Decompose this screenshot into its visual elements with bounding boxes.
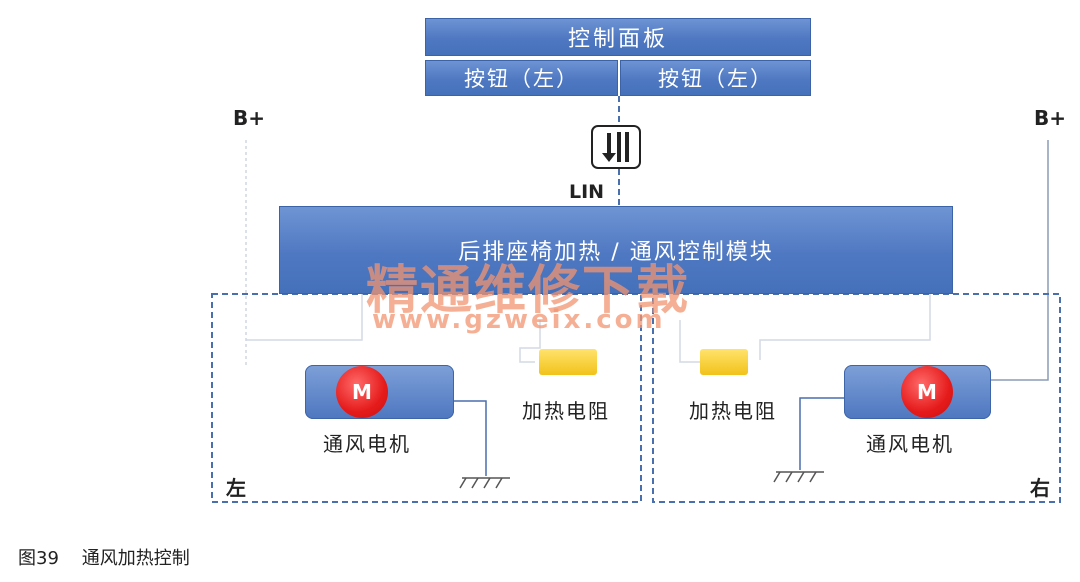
figure-caption: 图39 通风加热控制 bbox=[18, 548, 190, 569]
control-panel-button-right: 按钮（左） bbox=[620, 60, 811, 96]
left-side-label: 左 bbox=[226, 476, 246, 500]
left-motor-label: 通风电机 bbox=[323, 432, 411, 456]
wire-left-motor bbox=[246, 294, 363, 341]
right-motor-label: 通风电机 bbox=[866, 432, 954, 456]
left-motor-symbol: M bbox=[336, 366, 388, 418]
control-panel-button-left: 按钮（左） bbox=[425, 60, 618, 96]
lin-label: LIN bbox=[569, 181, 605, 203]
watermark-url: www.gzweix.com bbox=[372, 305, 666, 335]
ground-symbol-right bbox=[773, 471, 824, 483]
power-line-right bbox=[990, 140, 1049, 381]
watermark-text: 精通维修下载 bbox=[366, 260, 691, 321]
left-vent-motor: M bbox=[305, 365, 454, 419]
lin-bus-icon bbox=[591, 125, 641, 169]
power-label-left: B+ bbox=[233, 106, 266, 130]
right-heater-label: 加热电阻 bbox=[689, 399, 777, 423]
wire-right-heater bbox=[679, 320, 700, 363]
right-zone-border bbox=[652, 293, 1061, 503]
left-zone-border bbox=[211, 293, 642, 503]
left-heater-label: 加热电阻 bbox=[522, 399, 610, 423]
right-side-label: 右 bbox=[1030, 476, 1050, 500]
right-heater-resistor bbox=[700, 349, 748, 375]
wire-left-heater bbox=[519, 320, 541, 363]
ground-symbol-left bbox=[459, 477, 510, 489]
wire-right-motor bbox=[759, 294, 931, 360]
control-panel-title: 控制面板 bbox=[425, 18, 811, 56]
power-label-right: B+ bbox=[1034, 106, 1067, 130]
right-vent-motor: M bbox=[844, 365, 991, 419]
wire-right-ground bbox=[799, 397, 844, 470]
wire-left-ground bbox=[454, 400, 487, 476]
left-heater-resistor bbox=[539, 349, 597, 375]
right-motor-symbol: M bbox=[901, 366, 953, 418]
seat-heat-vent-module: 后排座椅加热 / 通风控制模块 bbox=[279, 206, 953, 294]
